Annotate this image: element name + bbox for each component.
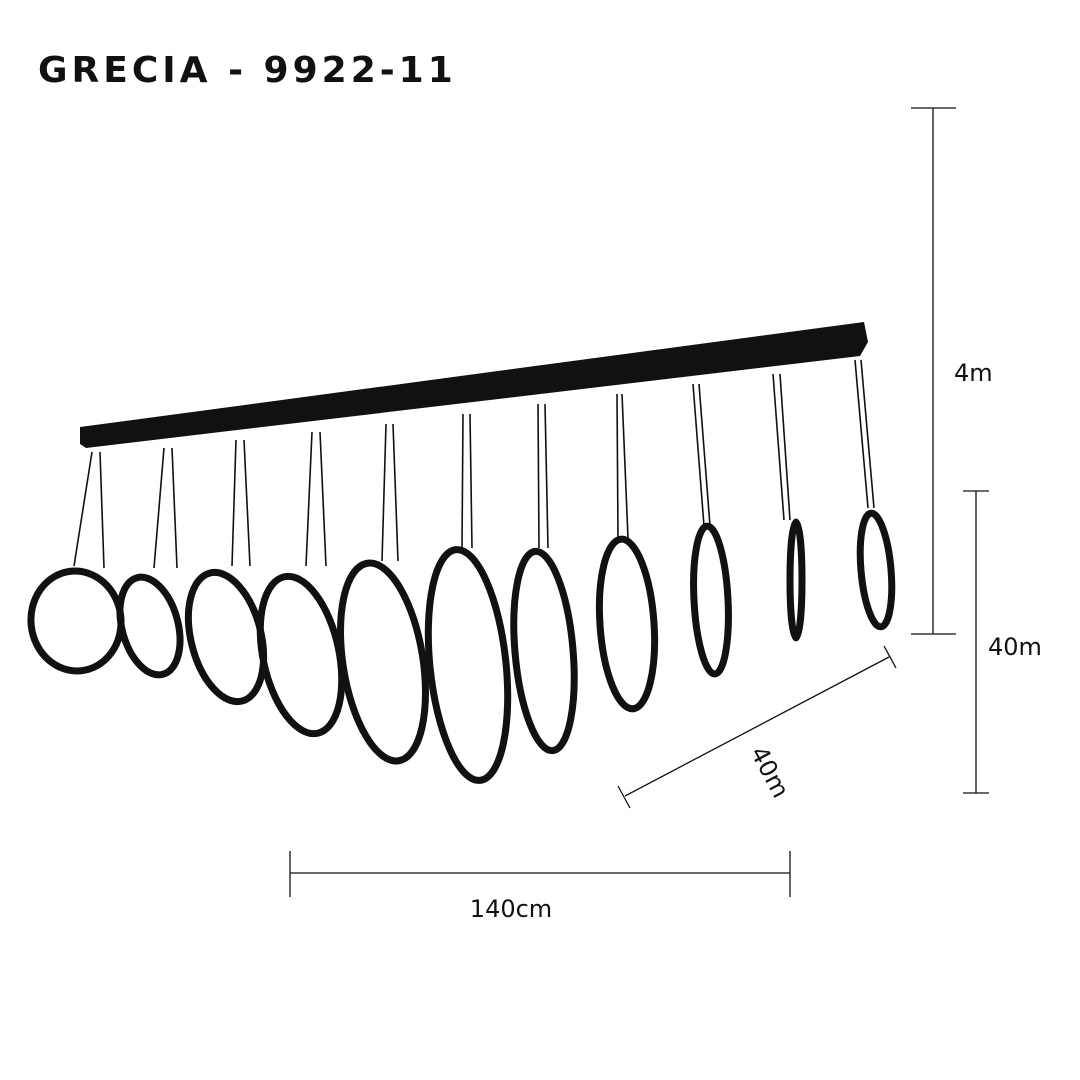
ring-10 [786,518,806,642]
pendant-rings [27,509,896,784]
dimension-lines [289,107,989,897]
width-label: 140cm [470,895,552,923]
suspension-cables [73,359,875,569]
ceiling-bar [80,322,868,448]
ring-9 [690,522,732,678]
ring-1 [27,567,125,675]
ring-7 [510,547,578,755]
ring-11 [856,509,896,631]
ring-8 [595,535,659,713]
ring-2 [116,573,184,679]
total-height-label: 4m [954,359,993,387]
ring-height-label: 40m [988,633,1042,661]
ring-5 [337,559,429,765]
product-title: GRECIA - 9922-11 [38,50,457,91]
depth-label: 40m [745,742,795,803]
ring-6 [424,546,512,784]
